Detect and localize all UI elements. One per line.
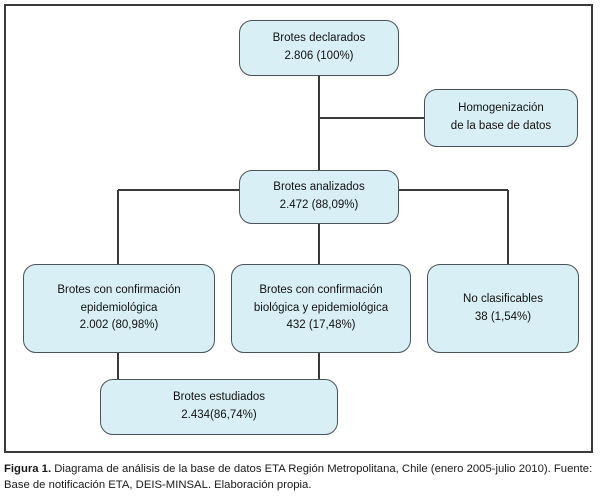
node-brotes-analizados: Brotes analizados 2.472 (88,09%) (239, 170, 399, 224)
node-homogenizacion: Homogenización de la base de datos (424, 89, 578, 147)
node-confirmacion-epidemiologica: Brotes con confirmación epidemiológica 2… (23, 264, 215, 353)
node-value: 2.806 (100%) (284, 50, 354, 62)
node-value: 2.434(86,74%) (181, 409, 257, 421)
node-label: Brotes declarados (272, 32, 366, 45)
node-value: 2.002 (80,98%) (79, 319, 159, 332)
node-label: Brotes analizados (273, 181, 365, 194)
figure-caption: Figura 1. Diagrama de análisis de la bas… (4, 461, 596, 494)
node-value: 38 (1,54%) (474, 310, 532, 323)
node-label-second: epidemiológica (80, 301, 158, 314)
figure-caption-label: Figura 1. (4, 463, 52, 475)
node-label-second: biológica y epidemiológica (253, 301, 389, 314)
node-brotes-declarados: Brotes declarados 2.806 (100%) (239, 20, 399, 76)
node-confirmacion-biologica-epidemiologica: Brotes con confirmación biológica y epid… (231, 264, 411, 353)
node-label: Homogenización (458, 102, 544, 115)
node-label-second: de la base de datos (450, 120, 552, 132)
node-label: Brotes con confirmación (57, 283, 181, 296)
node-label: Brotes con confirmación (259, 283, 383, 296)
figure-caption-text: Diagrama de análisis de la base de datos… (4, 463, 593, 492)
node-no-clasificables: No clasificables 38 (1,54%) (427, 264, 579, 353)
node-label: Brotes estudiados (172, 391, 266, 404)
node-brotes-estudiados: Brotes estudiados 2.434(86,74%) (100, 379, 338, 435)
node-value: 432 (17,48%) (286, 319, 356, 332)
node-value: 2.472 (88,09%) (279, 199, 359, 211)
diagram-frame-border (4, 4, 593, 453)
node-label: No clasificables (463, 292, 543, 305)
